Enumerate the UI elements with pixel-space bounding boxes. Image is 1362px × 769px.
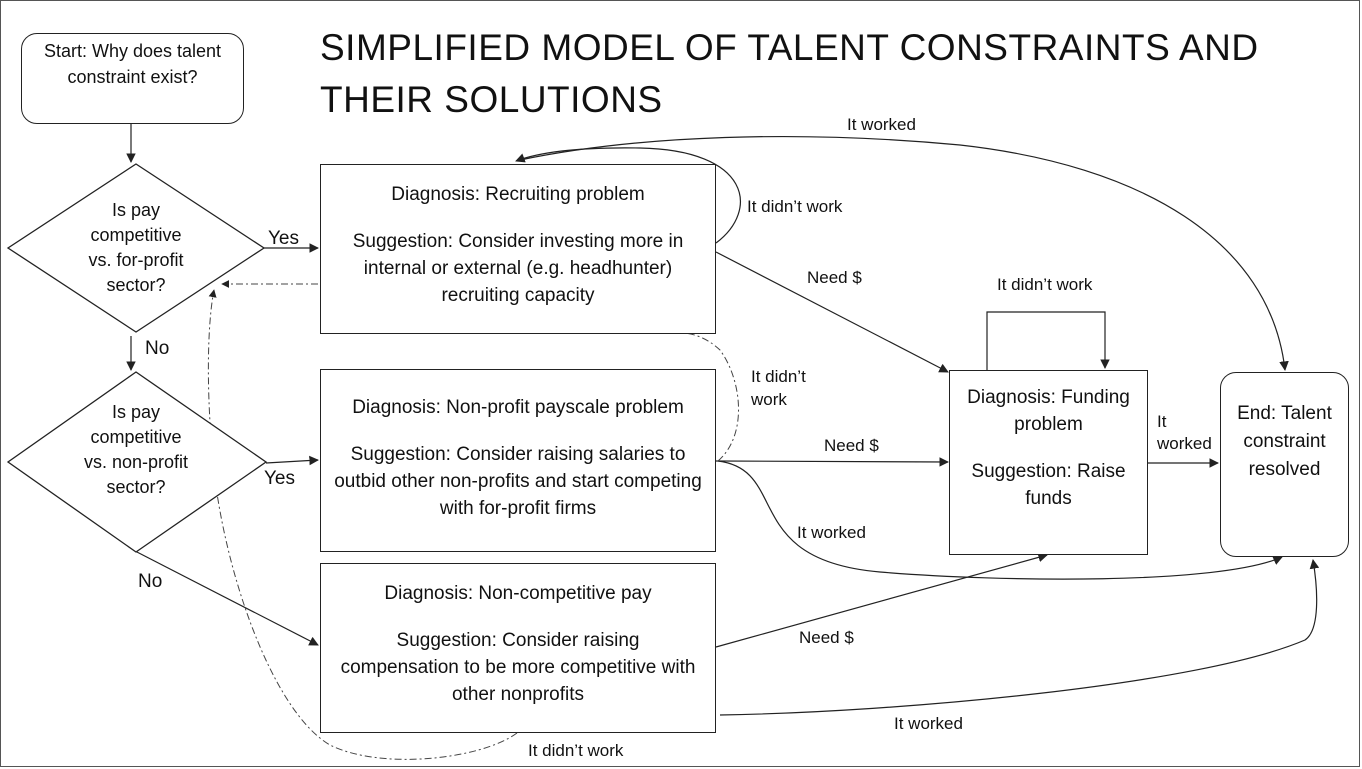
arrow-noncompetitive-worked xyxy=(719,559,1320,716)
arrow-noncompetitive-retry-dashed xyxy=(207,289,518,760)
funding-box: Diagnosis: Funding problem Suggestion: R… xyxy=(949,370,1148,555)
payscale-suggestion: Suggestion: Consider raising salaries to… xyxy=(334,444,702,519)
label-funding-worked: worked xyxy=(1157,434,1212,453)
end-label: End: Talent constraint resolved xyxy=(1237,403,1332,480)
arrow-payscale-need-money xyxy=(715,457,949,467)
funding-diagnosis: Diagnosis: Funding problem xyxy=(967,387,1130,435)
label-recruiting-need-money: Need $ xyxy=(807,268,862,287)
arrow-recruiting-worked xyxy=(519,135,1289,371)
label-funding-didnt-work: It didn’t work xyxy=(997,275,1093,294)
recruiting-suggestion: Suggestion: Consider investing more in i… xyxy=(352,231,684,306)
arrow-payscale-retry-dashed xyxy=(680,332,739,462)
arrow-noncompetitive-need-money xyxy=(715,552,1048,648)
label-recruiting-worked: It worked xyxy=(847,115,916,134)
arrow-recruiting-loop xyxy=(515,147,741,244)
payscale-box: Diagnosis: Non-profit payscale problem S… xyxy=(320,369,716,552)
label-noncompetitive-didnt-work: It didn’t work xyxy=(528,741,624,760)
label-payscale-need-money: Need $ xyxy=(824,436,879,455)
decision-diamond-for-profit xyxy=(6,163,266,333)
arrow-decision2-yes xyxy=(265,455,319,466)
decision-non-profit-label: Is pay competitive vs. non-profit sector… xyxy=(83,402,189,497)
label-payscale-didnt: It didn’t xyxy=(751,367,806,386)
funding-suggestion: Suggestion: Raise funds xyxy=(971,461,1126,509)
label-yes-1: Yes xyxy=(268,228,299,249)
decision-for-profit-label: Is pay competitive vs. for-profit sector… xyxy=(88,200,184,295)
page-title: SIMPLIFIED MODEL OF TALENT CONSTRAINTS A… xyxy=(320,27,1259,120)
label-funding-it: It xyxy=(1157,412,1167,431)
recruiting-box: Diagnosis: Recruiting problem Suggestion… xyxy=(320,164,716,334)
label-noncompetitive-worked: It worked xyxy=(894,714,963,733)
label-noncompetitive-need-money: Need $ xyxy=(799,628,854,647)
noncompetitive-diagnosis: Diagnosis: Non-competitive pay xyxy=(384,583,652,604)
label-no-1: No xyxy=(145,338,170,359)
start-node: Start: Why does talent constraint exist? xyxy=(21,33,244,124)
recruiting-diagnosis: Diagnosis: Recruiting problem xyxy=(391,184,645,205)
start-label: Start: Why does talent constraint exist? xyxy=(43,41,222,87)
arrow-funding-loop xyxy=(986,311,1110,370)
arrow-payscale-worked xyxy=(717,460,1283,580)
payscale-diagnosis: Diagnosis: Non-profit payscale problem xyxy=(352,397,684,418)
arrow-decision2-no xyxy=(134,550,319,646)
noncompetitive-suggestion: Suggestion: Consider raising compensatio… xyxy=(340,630,696,705)
label-payscale-work: work xyxy=(751,390,787,409)
end-node: End: Talent constraint resolved xyxy=(1220,372,1349,557)
decision-diamond-non-profit xyxy=(6,371,268,553)
label-payscale-worked: It worked xyxy=(797,523,866,542)
noncompetitive-box: Diagnosis: Non-competitive pay Suggestio… xyxy=(320,563,716,733)
label-recruiting-didnt-work: It didn’t work xyxy=(747,197,843,216)
label-no-2: No xyxy=(138,571,163,592)
arrow-recruiting-need-money xyxy=(715,251,949,373)
label-yes-2: Yes xyxy=(264,468,295,489)
